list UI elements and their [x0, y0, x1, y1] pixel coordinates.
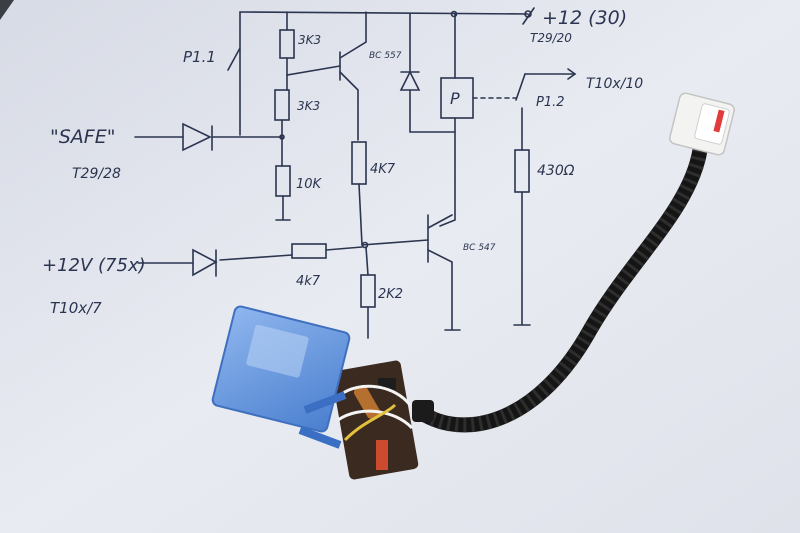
r-top-label: 3K3: [298, 33, 321, 47]
white-connector: [669, 92, 735, 156]
output-pin-label: T10x/10: [586, 76, 643, 92]
pnp-transistor-label: BC 557: [369, 51, 402, 61]
r-4k7-vertical-label: 4K7: [370, 162, 396, 177]
relay-module: [211, 305, 434, 480]
r-mid-label: 3K3: [297, 99, 320, 113]
relay-coil-label: P: [450, 89, 460, 108]
safe-pin-label: T29/28: [72, 166, 121, 182]
r-10k-label: 10K: [296, 177, 323, 192]
labels: +12 (30) T29/20 P1.1 3K3 BC 557 3K3 "SAF…: [42, 7, 643, 317]
r-2k2-label: 2K2: [378, 287, 403, 302]
r-4k7-horizontal-label: 4k7: [296, 274, 321, 289]
supply-pin-label: T29/20: [530, 31, 572, 45]
r-430-label: 430Ω: [537, 163, 575, 179]
input-75x-label: +12V (75x): [42, 255, 146, 276]
braided-cable: [417, 142, 708, 433]
relay-contact-out-label: P1.2: [536, 95, 565, 110]
input-pin-label: T10x/7: [50, 299, 102, 317]
safe-input-label: "SAFE": [50, 126, 115, 148]
supply-label: +12 (30): [542, 7, 627, 29]
schematic: [134, 7, 577, 339]
npn-transistor-label: BC 547: [463, 243, 496, 253]
relay-contact-top-label: P1.1: [183, 48, 216, 66]
